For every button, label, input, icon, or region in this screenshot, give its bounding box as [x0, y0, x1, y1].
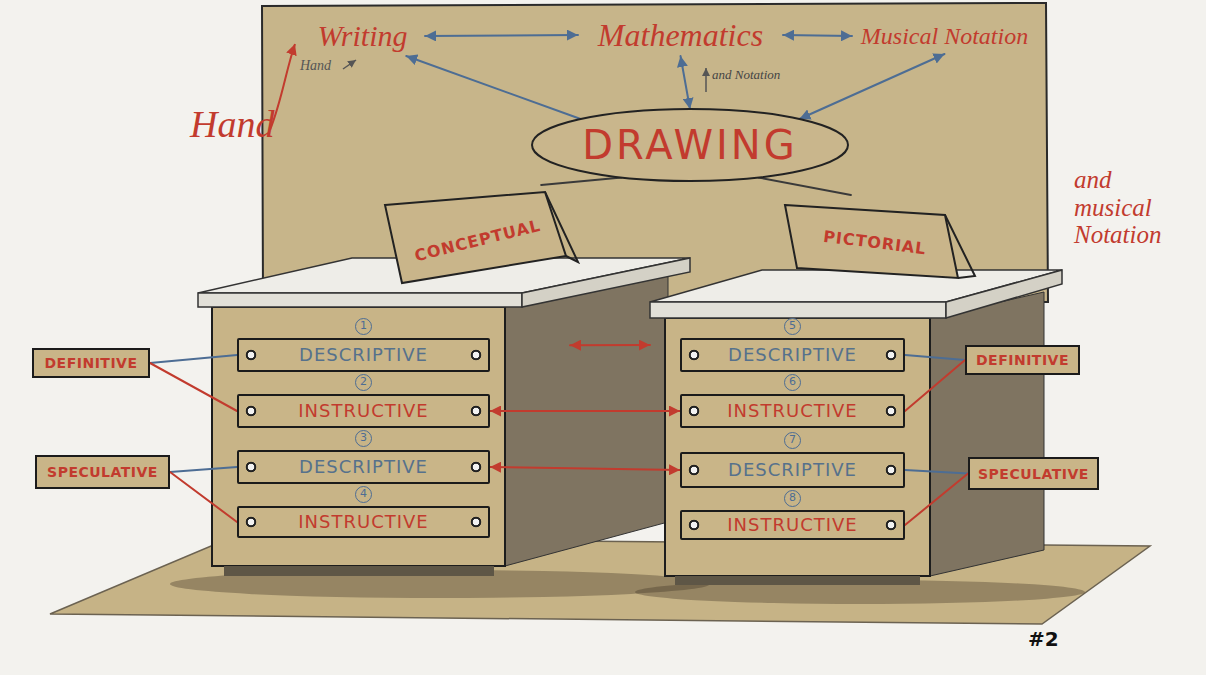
drawer-cabinet: PICTORIAL5DESCRIPTIVE6INSTRUCTIVE7DESCRI…: [650, 195, 1060, 575]
handwritten-note: Hand: [300, 58, 331, 73]
connector-arrow: [150, 355, 237, 363]
cabinet-top-edge: [650, 302, 946, 318]
word-node: Musical Notation: [852, 18, 1037, 54]
ellipse-node: DRAWING: [530, 107, 850, 183]
connector-arrow: [905, 474, 968, 526]
connector-arrow: [570, 344, 650, 346]
sheet-number: #2: [1028, 628, 1059, 650]
node-label: Musical Notation: [861, 23, 1028, 50]
connector-arrow: [905, 360, 965, 411]
tag-label: SPECULATIVE: [47, 464, 158, 480]
cabinet-plinth: [675, 576, 920, 585]
backboard: [262, 3, 1048, 302]
label-holder: Hand: [190, 104, 274, 146]
connector-arrow: [905, 355, 965, 360]
connector-arrow: [490, 467, 680, 470]
tent-card-label: PICTORIAL: [822, 226, 927, 258]
tag-label: DEFINITIVE: [976, 352, 1069, 368]
label-holder: and Notation: [712, 68, 780, 82]
node-label: Mathematics: [598, 17, 763, 54]
connector-arrow: [541, 177, 621, 185]
drawer-number: 5: [784, 318, 801, 335]
drawer-label: INSTRUCTIVE: [727, 512, 857, 538]
connector-arrow: [783, 35, 852, 36]
word-node: Mathematics: [578, 14, 783, 56]
connector-arrow: [170, 467, 237, 472]
cabinet-top-edge: [198, 293, 522, 307]
drawer: 4INSTRUCTIVE: [237, 506, 490, 538]
connector-arrow: [758, 177, 851, 195]
connector-arrow: [799, 54, 944, 119]
handwritten-note: and Notation: [712, 68, 780, 82]
connector-arrow: [406, 56, 580, 119]
drawer-cabinet: CONCEPTUAL1DESCRIPTIVE2INSTRUCTIVE3DESCR…: [210, 185, 570, 570]
drawer-label: INSTRUCTIVE: [298, 396, 428, 426]
label-holder: and musical Notation: [1074, 166, 1174, 249]
drawer-label: INSTRUCTIVE: [298, 508, 428, 536]
leader-arrow: [705, 68, 707, 92]
connector-arrow: [490, 410, 680, 412]
drawer: 7DESCRIPTIVE: [680, 452, 905, 488]
tag-box: DEFINITIVE: [32, 348, 150, 378]
drawer-label: DESCRIPTIVE: [728, 454, 857, 486]
drawer-number: 7: [784, 432, 801, 449]
drawer: 2INSTRUCTIVE: [237, 394, 490, 428]
tag-box: SPECULATIVE: [968, 457, 1099, 490]
drawer: 8INSTRUCTIVE: [680, 510, 905, 540]
tag-box: DEFINITIVE: [965, 345, 1080, 375]
connector-arrow: [150, 363, 237, 411]
drawer-number: 8: [784, 490, 801, 507]
connector-arrow: [905, 470, 968, 474]
cabinet-front: [212, 307, 505, 566]
drawer-number: 1: [355, 318, 372, 335]
ellipse-shape: [532, 109, 848, 181]
label-holder: Hand: [300, 58, 331, 73]
cabinet-side: [505, 270, 668, 566]
word-node: Writing: [300, 16, 425, 56]
drawer-number: 3: [355, 430, 372, 447]
drawer: 6INSTRUCTIVE: [680, 394, 905, 428]
tent-card: [785, 205, 958, 278]
node-label: Writing: [317, 19, 407, 53]
cabinet-side: [930, 292, 1044, 576]
drawer-label: INSTRUCTIVE: [727, 396, 857, 426]
drawer-label: DESCRIPTIVE: [299, 340, 428, 370]
tag-label: SPECULATIVE: [978, 466, 1089, 482]
drawer: 5DESCRIPTIVE: [680, 338, 905, 372]
drawer-label: DESCRIPTIVE: [728, 340, 857, 370]
label-holder: #2: [1028, 628, 1059, 650]
tag-box: SPECULATIVE: [35, 455, 170, 489]
connector-arrow: [681, 56, 691, 109]
connector-arrow: [170, 472, 237, 522]
node-label: DRAWING: [582, 122, 797, 168]
drawer-number: 6: [784, 374, 801, 391]
drawer: 1DESCRIPTIVE: [237, 338, 490, 372]
connector-arrow: [425, 35, 578, 36]
leader-arrow: [343, 60, 356, 69]
drawer: 3DESCRIPTIVE: [237, 450, 490, 484]
cabinet-plinth: [224, 566, 494, 576]
tag-label: DEFINITIVE: [44, 355, 137, 371]
drawer-label: DESCRIPTIVE: [299, 452, 428, 482]
tent-card-label: CONCEPTUAL: [413, 215, 543, 265]
handwritten-note: Hand: [190, 104, 274, 146]
handwritten-note: and musical Notation: [1074, 166, 1174, 249]
tent-card: [385, 192, 566, 283]
drawer-number: 4: [355, 486, 372, 503]
cabinet-front: [665, 318, 930, 576]
drawer-number: 2: [355, 374, 372, 391]
